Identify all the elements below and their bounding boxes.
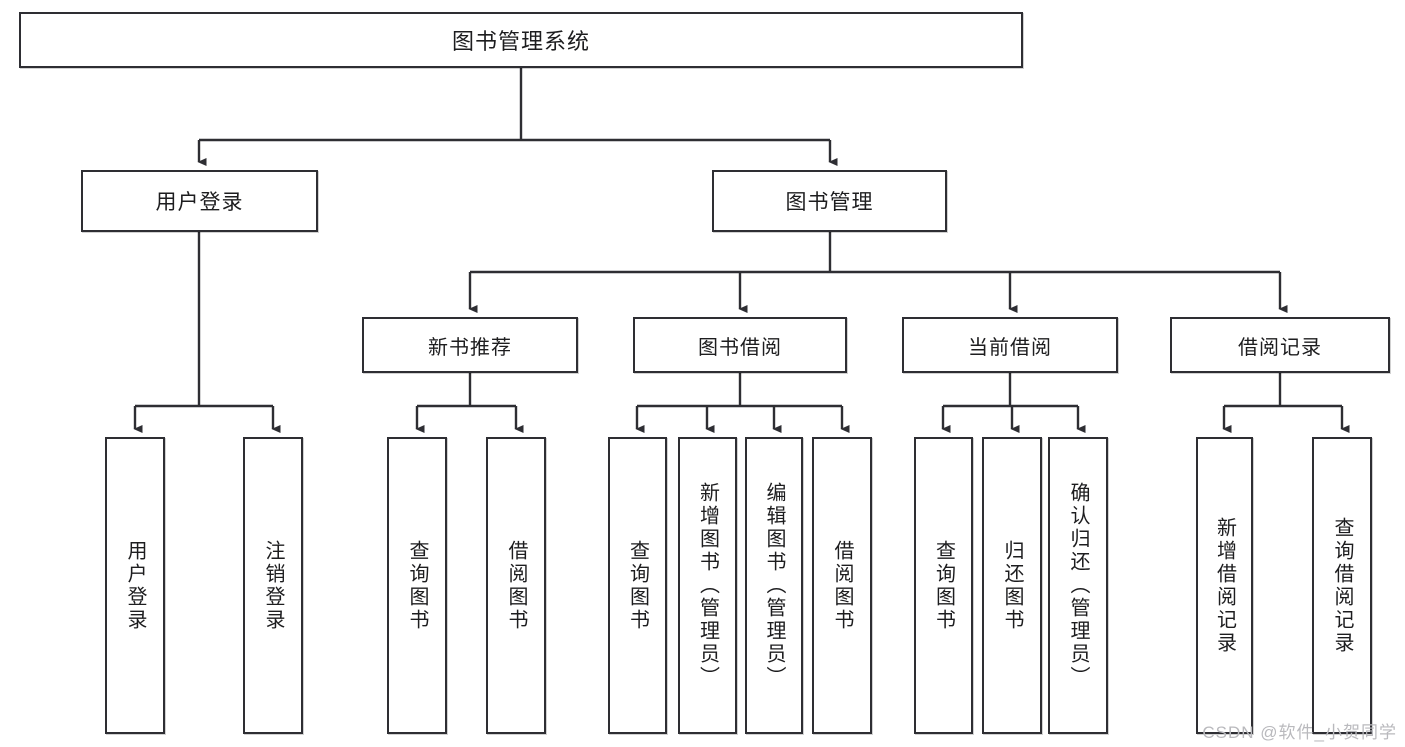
node-borrow-record[interactable]: 借阅记录 <box>1170 317 1390 373</box>
node-book-borrow-label: 图书借阅 <box>698 336 782 359</box>
node-leaf-confirm-return-admin[interactable]: 确认归还（管理员） <box>1048 437 1108 734</box>
node-leaf-query-book-borrow-label: 查询图书 <box>626 539 649 632</box>
node-leaf-add-book-admin[interactable]: 新增图书（管理员） <box>678 437 737 734</box>
node-leaf-edit-book-admin-label: 编辑图书（管理员） <box>763 482 785 689</box>
node-book-management[interactable]: 图书管理 <box>712 170 947 232</box>
node-leaf-add-borrow-record[interactable]: 新增借阅记录 <box>1196 437 1253 734</box>
node-leaf-borrow-book[interactable]: 借阅图书 <box>812 437 872 734</box>
node-user-login-label: 用户登录 <box>155 191 244 214</box>
node-leaf-query-book-recommend-label: 查询图书 <box>406 539 428 632</box>
node-borrow-record-label: 借阅记录 <box>1238 336 1322 359</box>
node-leaf-borrow-book-recommend-label: 借阅图书 <box>505 539 527 632</box>
node-leaf-return-book[interactable]: 归还图书 <box>982 437 1042 734</box>
node-leaf-query-book-current[interactable]: 查询图书 <box>914 437 973 734</box>
node-leaf-confirm-return-admin-label: 确认归还（管理员） <box>1067 482 1089 689</box>
node-root[interactable]: 图书管理系统 <box>19 12 1023 68</box>
node-leaf-borrow-book-recommend[interactable]: 借阅图书 <box>486 437 546 734</box>
node-leaf-query-borrow-record[interactable]: 查询借阅记录 <box>1312 437 1372 734</box>
node-leaf-logout-label: 注销登录 <box>262 539 284 632</box>
node-leaf-add-borrow-record-label: 新增借阅记录 <box>1213 516 1236 655</box>
watermark: CSDN @软件_小贺同学 <box>1202 723 1397 742</box>
node-leaf-query-borrow-record-label: 查询借阅记录 <box>1331 516 1353 655</box>
node-leaf-edit-book-admin[interactable]: 编辑图书（管理员） <box>745 437 803 734</box>
node-leaf-user-login-label: 用户登录 <box>124 539 146 632</box>
node-current-borrow-label: 当前借阅 <box>968 336 1052 359</box>
node-book-management-label: 图书管理 <box>785 191 874 214</box>
node-user-login[interactable]: 用户登录 <box>81 170 318 232</box>
node-leaf-add-book-admin-label: 新增图书（管理员） <box>696 482 719 689</box>
node-new-book-recommend[interactable]: 新书推荐 <box>362 317 578 373</box>
node-leaf-query-book-current-label: 查询图书 <box>932 539 955 632</box>
node-current-borrow[interactable]: 当前借阅 <box>902 317 1118 373</box>
node-leaf-user-login[interactable]: 用户登录 <box>105 437 165 734</box>
node-leaf-query-book-recommend[interactable]: 查询图书 <box>387 437 447 734</box>
node-leaf-return-book-label: 归还图书 <box>1001 539 1023 632</box>
node-new-book-recommend-label: 新书推荐 <box>428 336 512 359</box>
node-leaf-query-book-borrow[interactable]: 查询图书 <box>608 437 667 734</box>
node-leaf-logout[interactable]: 注销登录 <box>243 437 303 734</box>
node-book-borrow[interactable]: 图书借阅 <box>633 317 847 373</box>
node-root-label: 图书管理系统 <box>451 29 590 54</box>
node-leaf-borrow-book-label: 借阅图书 <box>831 539 853 632</box>
